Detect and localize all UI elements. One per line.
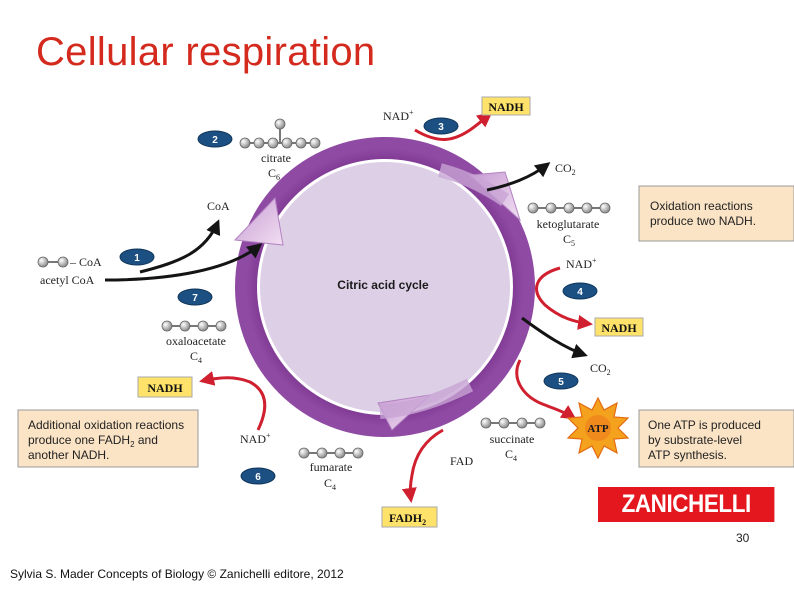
svg-text:Additional oxidation reactions: Additional oxidation reactions xyxy=(28,418,184,432)
succinate-label: succinate xyxy=(490,432,535,446)
acetyl-coa-molecule xyxy=(37,256,69,268)
coa-release-arrow xyxy=(139,219,221,274)
step-badge-2: 2 xyxy=(197,130,233,148)
note-left: Additional oxidation reactions produce o… xyxy=(17,409,199,468)
svg-text:2: 2 xyxy=(212,135,218,146)
fumarate-molecule xyxy=(298,447,364,459)
step-badge-4: 4 xyxy=(562,282,598,300)
svg-text:6: 6 xyxy=(255,472,261,483)
cycle-highlight-top-right xyxy=(438,163,509,206)
note-right-top: Oxidation reactions produce two NADH. xyxy=(638,185,794,242)
cycle-highlight-bottom xyxy=(379,378,474,419)
co2-label-bottom: CO2 xyxy=(590,361,611,377)
svg-text:3: 3 xyxy=(438,122,444,133)
cycle-ring xyxy=(235,137,535,437)
svg-text:produce two NADH.: produce two NADH. xyxy=(650,214,756,228)
fumarate-label: fumarate xyxy=(310,460,353,474)
nadh-arrow-step3 xyxy=(414,112,493,141)
svg-text:NADH: NADH xyxy=(488,100,524,114)
cycle-center-disc xyxy=(260,162,510,412)
svg-text:FADH2: FADH2 xyxy=(389,511,426,527)
oxaloacetate-molecule xyxy=(161,320,227,332)
nad-label-step7: NAD+ xyxy=(240,431,271,446)
zanichelli-logo: ZANICHELLI xyxy=(598,487,775,522)
svg-text:produce one FADH2 and: produce one FADH2 and xyxy=(28,433,158,449)
svg-text:1: 1 xyxy=(134,253,140,264)
citrate-carbons: C6 xyxy=(268,166,280,182)
svg-text:ATP: ATP xyxy=(587,423,608,435)
oxaloacetate-label: oxaloacetate xyxy=(166,334,226,348)
svg-text:Oxidation reactions: Oxidation reactions xyxy=(650,199,753,213)
ketoglutarate-label: ketoglutarate xyxy=(537,217,600,231)
step-badge-5: 5 xyxy=(543,372,579,390)
atp-arrow-step5 xyxy=(515,359,577,420)
co2-arrow-top xyxy=(486,162,551,192)
svg-text:by substrate-level: by substrate-level xyxy=(648,433,742,447)
step-badge-3: 3 xyxy=(423,117,459,135)
acetyl-coa-small-label: – CoA xyxy=(69,255,102,269)
fadh2-box: FADH2 xyxy=(381,506,438,528)
slide-title: Cellular respiration xyxy=(36,30,376,74)
svg-text:NADH: NADH xyxy=(601,321,637,335)
step-badge-6: 6 xyxy=(240,467,276,485)
acetyl-coa-arrow xyxy=(104,243,263,282)
svg-text:7: 7 xyxy=(192,293,198,304)
ketoglutarate-molecule xyxy=(527,202,611,214)
svg-text:4: 4 xyxy=(577,287,583,298)
oxaloacetate-carbons: C4 xyxy=(190,349,202,365)
fumarate-carbons: C4 xyxy=(324,476,336,492)
succinate-molecule xyxy=(480,417,546,429)
nadh-arrow-step4 xyxy=(535,266,593,330)
co2-label-top: CO2 xyxy=(555,161,576,177)
nadh-box-step7: NADH xyxy=(137,376,193,398)
svg-text:another NADH.: another NADH. xyxy=(28,448,109,462)
ketoglutarate-carbons: C5 xyxy=(563,232,575,248)
svg-text:5: 5 xyxy=(558,377,564,388)
nadh-arrow-step7 xyxy=(199,371,267,431)
credit-footer: Sylvia S. Mader Concepts of Biology © Za… xyxy=(10,567,344,581)
coa-label: CoA xyxy=(207,199,230,213)
svg-text:NADH: NADH xyxy=(147,381,183,395)
step-badge-1: 1 xyxy=(119,248,155,266)
cycle-center-label: Citric acid cycle xyxy=(337,278,429,292)
note-right-bottom: One ATP is produced by substrate-level A… xyxy=(638,409,794,468)
acetyl-coa-label: acetyl CoA xyxy=(40,273,95,287)
step-badge-7: 7 xyxy=(177,288,213,306)
nadh-box-step4: NADH xyxy=(594,317,644,337)
fadh2-arrow-step6 xyxy=(401,428,444,503)
cycle-arrowhead-left xyxy=(233,196,284,246)
svg-text:One ATP is produced: One ATP is produced xyxy=(648,418,761,432)
page-number: 30 xyxy=(736,531,750,545)
atp-starburst: ATP xyxy=(566,396,630,460)
succinate-carbons: C4 xyxy=(505,447,517,463)
svg-text:ATP synthesis.: ATP synthesis. xyxy=(648,448,727,462)
fad-label: FAD xyxy=(450,454,473,468)
citrate-label: citrate xyxy=(261,151,291,165)
nadh-box-step3: NADH xyxy=(481,96,531,116)
co2-arrow-bottom xyxy=(521,316,588,359)
nad-label-step3: NAD+ xyxy=(383,108,414,123)
citrate-molecule xyxy=(239,118,321,149)
nad-label-step4: NAD+ xyxy=(566,256,597,271)
